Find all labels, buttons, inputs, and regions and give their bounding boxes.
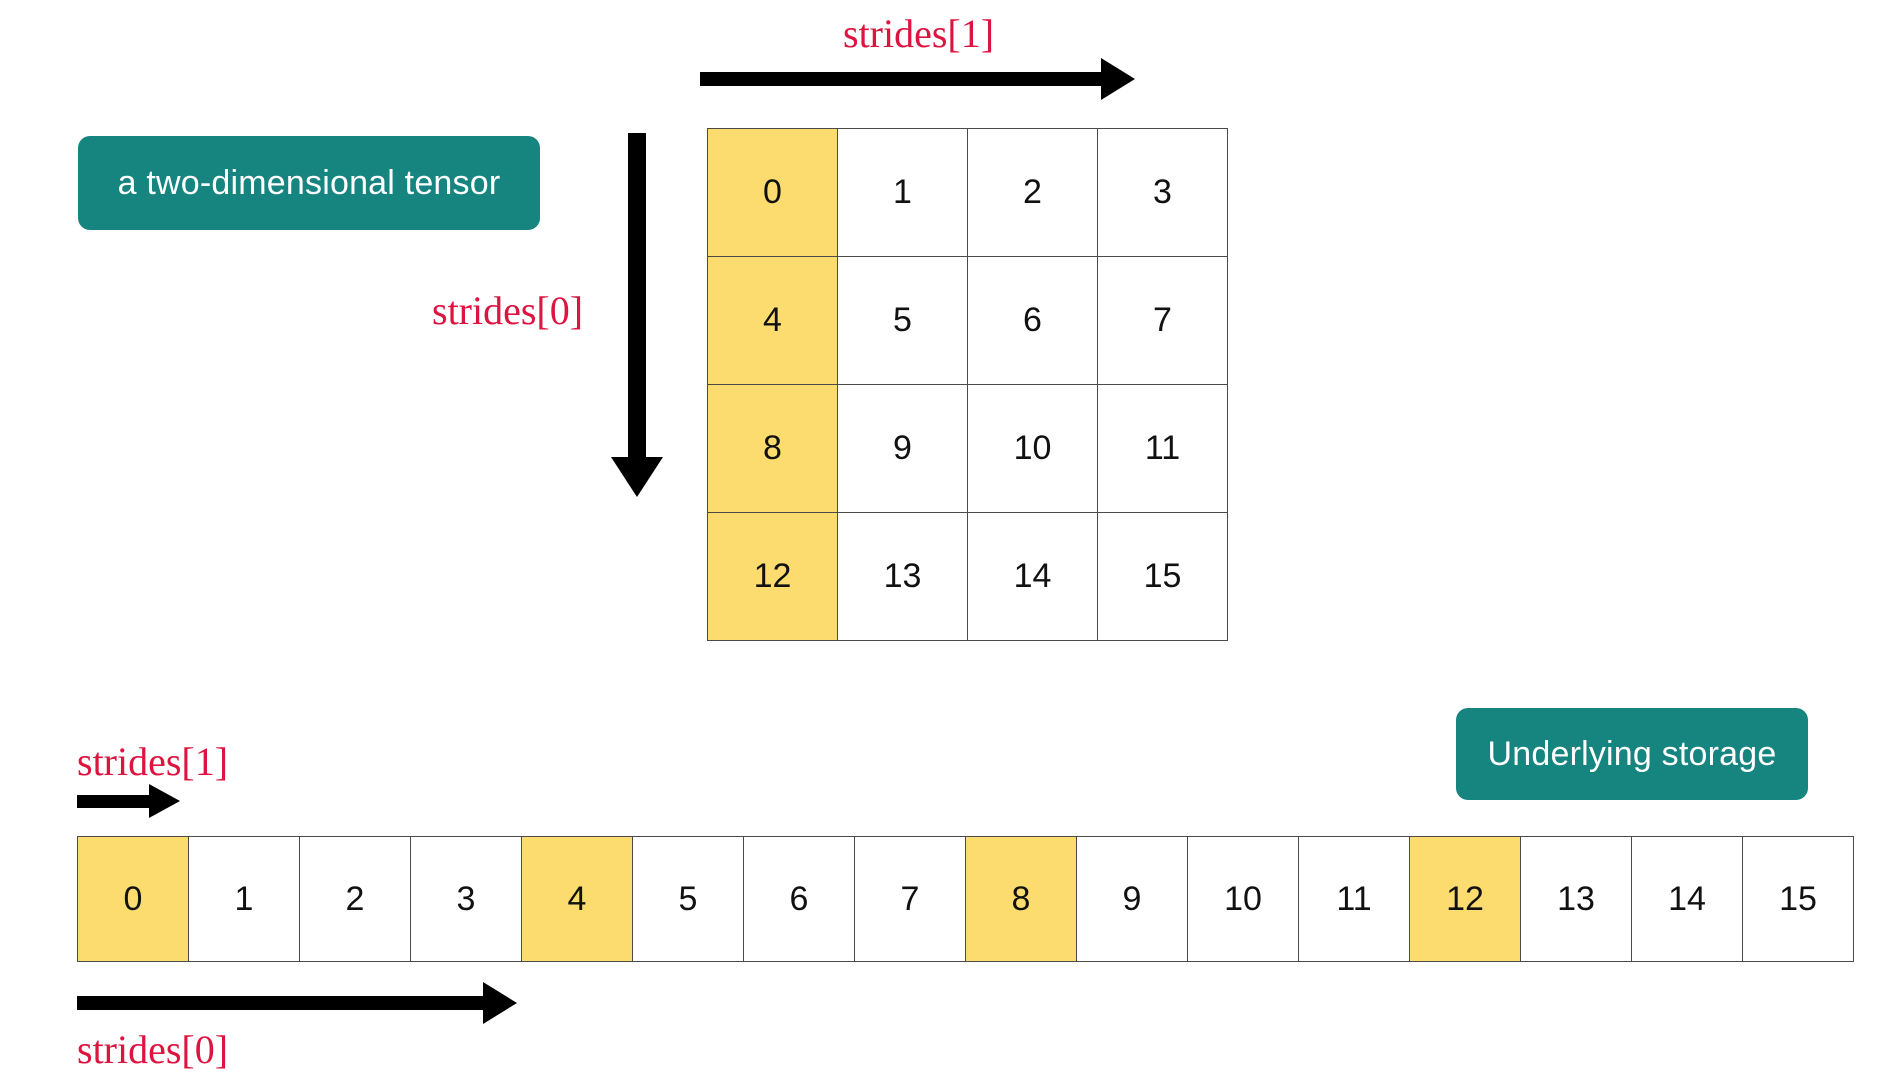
storage-cell-11: 11 (1298, 836, 1410, 962)
matrix-cell-3-2: 14 (967, 512, 1098, 641)
matrix-cell-3-0: 12 (707, 512, 838, 641)
storage-cell-6: 6 (743, 836, 855, 962)
matrix-cell-1-2: 6 (967, 256, 1098, 385)
arrow-head (483, 982, 517, 1024)
storage-cell-4: 4 (521, 836, 633, 962)
storage-cell-1: 1 (188, 836, 300, 962)
arrow-head (611, 457, 663, 497)
storage-cell-14: 14 (1631, 836, 1743, 962)
storage-cell-3: 3 (410, 836, 522, 962)
storage-cell-10: 10 (1187, 836, 1299, 962)
strides0-left-label: strides[0] (432, 288, 584, 333)
tensor-badge: a two-dimensional tensor (78, 136, 540, 230)
storage-cell-5: 5 (632, 836, 744, 962)
matrix-cell-1-3: 7 (1097, 256, 1228, 385)
storage-cell-15: 15 (1742, 836, 1854, 962)
arrow-shaft (628, 133, 646, 457)
storage-cell-13: 13 (1520, 836, 1632, 962)
matrix-cell-0-2: 2 (967, 128, 1098, 257)
matrix-cell-3-3: 15 (1097, 512, 1228, 641)
matrix-cell-3-1: 13 (837, 512, 968, 641)
storage-badge-label: Underlying storage (1487, 734, 1777, 773)
arrow-shaft (700, 72, 1101, 86)
tensor-badge-label: a two-dimensional tensor (117, 163, 501, 202)
storage-cell-8: 8 (965, 836, 1077, 962)
arrow-shaft (77, 795, 149, 808)
storage-cell-12: 12 (1409, 836, 1521, 962)
matrix-cell-2-0: 8 (707, 384, 838, 513)
matrix-cell-0-3: 3 (1097, 128, 1228, 257)
strides1-bottom-label: strides[1] (77, 739, 229, 784)
matrix-cell-0-0: 0 (707, 128, 838, 257)
arrow-head (1101, 58, 1135, 100)
storage-badge: Underlying storage (1456, 708, 1808, 800)
matrix-cell-1-0: 4 (707, 256, 838, 385)
storage-cell-7: 7 (854, 836, 966, 962)
matrix-cell-1-1: 5 (837, 256, 968, 385)
matrix-cell-2-1: 9 (837, 384, 968, 513)
strides1-top-label: strides[1] (843, 11, 995, 56)
storage-cell-0: 0 (77, 836, 189, 962)
matrix-cell-2-3: 11 (1097, 384, 1228, 513)
arrow-head (149, 784, 180, 818)
strides0-bottom-label: strides[0] (77, 1027, 229, 1072)
storage-cell-9: 9 (1076, 836, 1188, 962)
matrix-cell-0-1: 1 (837, 128, 968, 257)
matrix-cell-2-2: 10 (967, 384, 1098, 513)
arrow-shaft (77, 996, 483, 1010)
storage-cell-2: 2 (299, 836, 411, 962)
